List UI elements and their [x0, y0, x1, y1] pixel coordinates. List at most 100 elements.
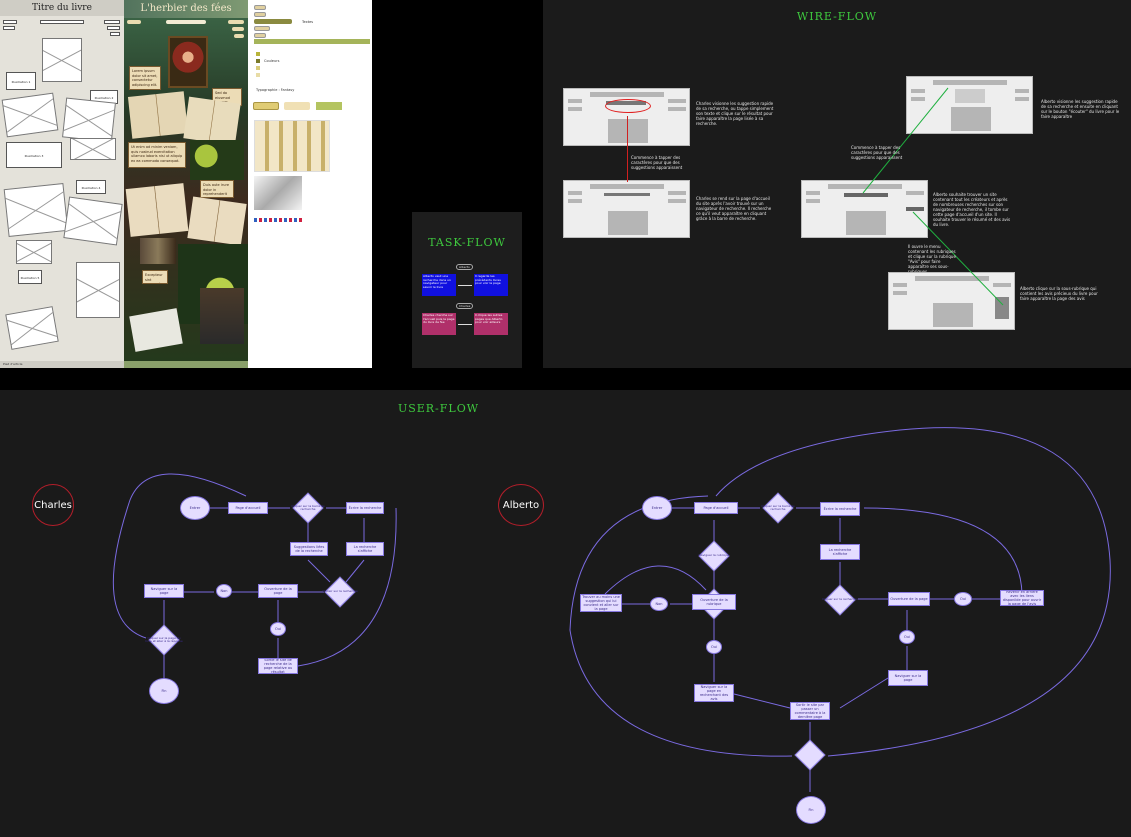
flow-node: Trouver au moins une suggestion qui lui …: [580, 594, 622, 612]
flow-decision-label: Choisir sur la recherche: [322, 589, 358, 594]
wire-flow-panel: WIRE-FLOW Charles visionne les suggestio…: [543, 0, 1131, 368]
flow-node: Écrire la recherche: [820, 502, 860, 516]
wf-nav-4[interactable]: [107, 26, 120, 30]
wf-nav-5[interactable]: [110, 32, 120, 36]
wf-note: Charles se rend sur la page d'accueil du…: [696, 196, 772, 221]
fairy-dancers-image: [254, 120, 330, 172]
task-flow-title: TASK-FLOW: [428, 236, 506, 249]
wf-screen-charles-home: [563, 180, 690, 238]
wf-nav-1[interactable]: [3, 20, 17, 24]
mockup-nav-2[interactable]: [228, 20, 244, 24]
mockup-card-1: Lorem ipsum dolor sit amet, consectetur …: [129, 66, 161, 90]
wf-search[interactable]: [40, 20, 84, 24]
flow-decision-label: Cliquer sur la recherche: [822, 597, 858, 602]
wireframe-panel: Titre du livre Illustration 1 Illustrati…: [0, 0, 124, 368]
mockup-nav-1[interactable]: [127, 20, 141, 24]
mockup-search[interactable]: [166, 20, 206, 24]
flow-node: Naviguer sur la page: [144, 584, 184, 598]
wf-note: Charles visionne les suggestion rapide d…: [696, 101, 774, 126]
lily-pad-image: [190, 140, 244, 180]
wf-image: [76, 262, 120, 318]
fairy-portrait-image: [168, 36, 208, 88]
flow-node: Oui: [899, 630, 915, 644]
wf-image: [1, 92, 59, 138]
flow-node: Revenir en arrière avec les liens dispon…: [1000, 590, 1044, 606]
wf-screen-alberto-menu: [888, 272, 1015, 330]
wf-note: Il ouvre le menu contenant les rubriques…: [908, 244, 956, 272]
wire-flow-title: WIRE-FLOW: [796, 10, 878, 23]
sg-button-sample: [284, 102, 310, 110]
flow-node: Non: [216, 584, 232, 598]
herbarium-book-image: [127, 91, 189, 139]
fairy-sketch-image: [254, 176, 302, 210]
flow-node: Page d'accueil: [694, 502, 738, 514]
sg-button-sample: [253, 102, 279, 110]
wf-screen-alberto-search: [906, 76, 1033, 134]
people-photo-image: [140, 238, 176, 264]
wf-illus-5: Illustration 5: [18, 270, 42, 284]
sg-color-swatch: [256, 59, 260, 63]
flow-decision-label: Cliquer sur la page du livre et aller à …: [145, 635, 183, 643]
herbarium-book-image: [125, 183, 189, 237]
flow-node: Naviguer sur la page: [888, 670, 928, 686]
flow-node: Fin: [796, 796, 826, 824]
task-box: Charles cherche sur l'accueil puis la pa…: [422, 313, 456, 335]
wf-illus-3: Illustration 3: [6, 142, 62, 168]
task-arrow: [458, 285, 472, 286]
task-tag-alberto: Alberto: [456, 264, 473, 270]
flow-node: Écrire la recherche: [346, 502, 384, 514]
sg-social-icons: [254, 218, 304, 222]
sg-label-couleurs: Couleurs: [264, 59, 280, 63]
fairy-sketch-image: [129, 308, 183, 352]
task-box: Il regarde les précédents livres pour vo…: [474, 274, 508, 296]
herbarium-book-image: [187, 196, 247, 246]
sg-button-4[interactable]: [254, 26, 270, 31]
flow-node: Oui: [270, 622, 286, 636]
mockup-card-5: Excepteur sint occaecat cupidatat.: [142, 270, 168, 284]
sg-button-1[interactable]: [254, 5, 266, 10]
wireframe-title: Titre du livre: [32, 3, 92, 13]
wf-note: Commence à tapper des caractères pour qu…: [851, 145, 903, 160]
user-flow-arrows: [112, 427, 1111, 792]
flow-node: Ouverture de la page: [888, 592, 930, 606]
flow-decision-label: Naviguer la rubrique: [698, 553, 730, 558]
wf-footer: Pied d'article: [0, 361, 124, 368]
flow-node: Oui: [706, 640, 722, 654]
wf-image: [3, 182, 69, 238]
wf-nav-3[interactable]: [3, 26, 15, 30]
wf-note: Commence à tapper des caractères pour qu…: [631, 155, 683, 170]
sg-button-3[interactable]: [254, 19, 292, 24]
sg-navbar: [254, 39, 370, 44]
flow-node: Page d'accueil: [228, 502, 268, 514]
herbarium-book-image: [183, 96, 241, 146]
flow-node: Non: [650, 597, 668, 611]
flow-node: La recherche s'affiche: [820, 544, 860, 560]
wf-image: [62, 97, 116, 143]
flow-decision-label: Cliquer sur la barre de recherche: [291, 503, 325, 511]
wireframe-header: [0, 0, 124, 16]
flow-node: Ouverture de la page: [258, 584, 298, 598]
mockup-card-4: Duis aute irure dolor in reprehenderit i…: [200, 180, 234, 198]
mockup-footer: [124, 361, 248, 368]
persona-alberto: Alberto: [498, 484, 544, 526]
flow-node: Suggestions liées de la recherche: [290, 542, 328, 556]
wf-image: [16, 240, 52, 264]
wf-nav-2[interactable]: [104, 20, 120, 24]
mockup-title: L'herbier des fées: [140, 3, 232, 14]
flow-node: Entrer: [180, 496, 210, 520]
mockup-nav-3[interactable]: [232, 27, 244, 31]
style-guide-panel: Textes Couleurs Typographie : Fantasy: [248, 0, 372, 368]
flow-node: Sortir le site par passer un commentaire…: [790, 702, 830, 720]
wf-illus-4: Illustration 4: [76, 180, 106, 194]
task-box: Il clique les autres pages que Alberto p…: [474, 313, 508, 335]
wf-arrows-green: [862, 87, 1004, 306]
sg-button-2[interactable]: [254, 12, 266, 17]
wf-image: [63, 196, 123, 246]
persona-charles: Charles: [32, 484, 74, 526]
mockup-card-3: Ut enim ad minim veniam, quis nostrud ex…: [128, 142, 186, 168]
wf-note: Alberto clique sur la sous-rubrique qui …: [1020, 286, 1098, 301]
mockup-nav-4[interactable]: [234, 34, 244, 38]
sg-button-5[interactable]: [254, 33, 266, 38]
sg-label-typo: Typographie : Fantasy: [256, 88, 295, 92]
wf-arrow-red: [627, 116, 628, 182]
